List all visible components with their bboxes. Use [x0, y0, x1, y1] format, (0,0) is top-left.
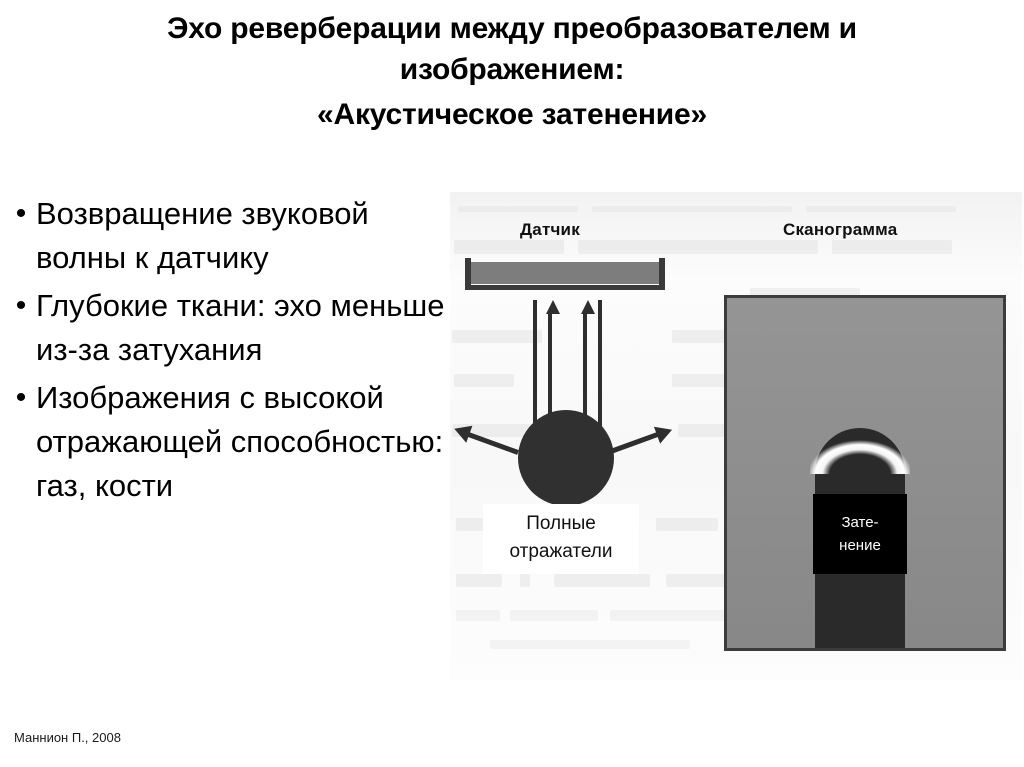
transducer-left-cap — [465, 258, 471, 288]
list-item: • Возвращение звуковой волны к датчику — [6, 192, 446, 280]
shadow-label-line-2: нение — [839, 537, 881, 554]
page-title: Эхо реверберации между преобразователем … — [30, 8, 994, 135]
transducer-right-cap — [659, 258, 665, 288]
list-item-label: Глубокие ткани: эхо меньше из-за затухан… — [36, 288, 445, 367]
bullet-marker-icon: • — [15, 289, 27, 322]
list-item-label: Возвращение звуковой волны к датчику — [36, 196, 369, 275]
title-line-2: изображением: — [399, 53, 625, 86]
beam-arrow-up-left-icon — [546, 300, 560, 452]
title-line-1: Эхо реверберации между преобразователем … — [167, 12, 857, 45]
shadow-label-line-1: Зате- — [841, 514, 879, 531]
scanogram-label: Сканограмма — [783, 220, 898, 239]
bullet-list: • Возвращение звуковой волны к датчику •… — [6, 192, 446, 512]
list-item: • Глубокие ткани: эхо меньше из-за затух… — [6, 284, 446, 372]
title-line-3: «Акустическое затенение» — [317, 98, 707, 131]
bullet-marker-icon: • — [15, 197, 27, 230]
transducer-face — [470, 262, 660, 284]
ultrasound-diagram-figure: Датчик Сканограмма Полные отражатели — [450, 192, 1022, 680]
bullet-marker-icon: • — [15, 381, 27, 414]
list-item-label: Изображения с высокой отражающей способн… — [36, 380, 444, 503]
reflector-label-line-2: отражатели — [509, 541, 613, 562]
total-reflectors-callout: Полные отражатели — [483, 504, 639, 574]
shadow-annotation-box: Зате- нение — [813, 494, 907, 574]
source-citation: Маннион П., 2008 — [14, 730, 121, 745]
total-reflector-shape — [518, 410, 614, 506]
transducer-body-icon — [465, 260, 665, 290]
scanogram-panel: Зате- нение — [724, 295, 1006, 651]
reflector-label-line-1: Полные — [526, 513, 596, 534]
transducer-label: Датчик — [520, 220, 580, 239]
beam-arrow-up-right-icon — [581, 300, 595, 452]
list-item: • Изображения с высокой отражающей спосо… — [6, 376, 446, 508]
